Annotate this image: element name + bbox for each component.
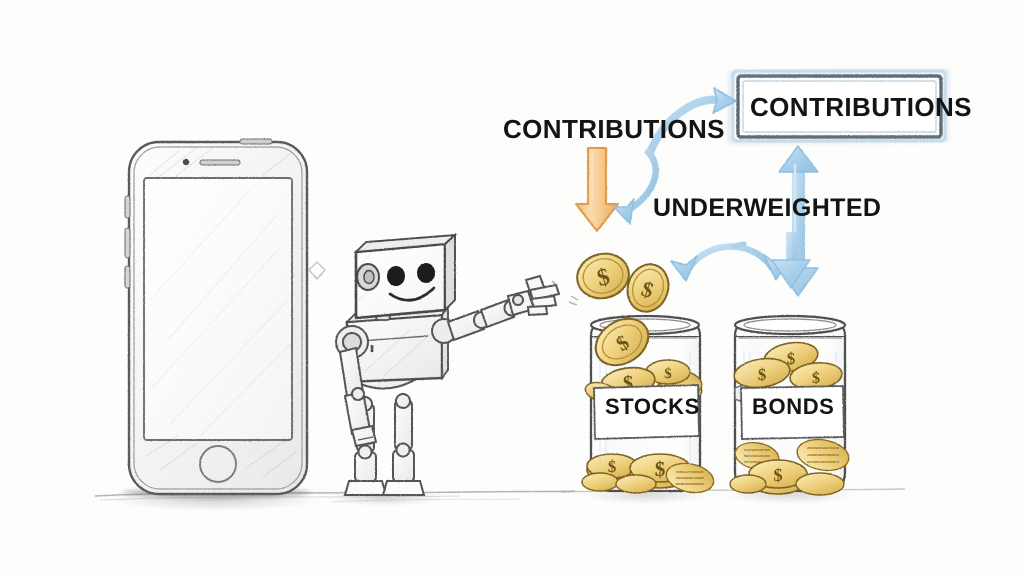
svg-text:$: $ bbox=[758, 365, 767, 384]
bonds-jar: $ $ $ $ bbox=[726, 314, 854, 504]
earpiece-speaker-icon bbox=[199, 159, 241, 166]
bonds-jar-label bbox=[740, 385, 845, 440]
power-button bbox=[239, 138, 273, 145]
robot-smile bbox=[388, 286, 436, 302]
phone-hatching bbox=[145, 146, 297, 479]
contributions-box-label: CONTRIBUTIONS bbox=[750, 92, 972, 122]
svg-text:$: $ bbox=[664, 366, 672, 382]
into-bonds-down-arrow bbox=[771, 232, 811, 289]
robot-head bbox=[353, 232, 458, 320]
robot-right-arm-pointing bbox=[431, 274, 561, 344]
contributions-curve-down-arrow bbox=[613, 148, 659, 225]
svg-text:$: $ bbox=[608, 457, 617, 476]
smartphone bbox=[110, 138, 320, 511]
robot bbox=[327, 232, 561, 506]
svg-text:$: $ bbox=[774, 465, 783, 485]
bonds-coins-upper: $ $ $ bbox=[733, 341, 843, 391]
svg-text:$: $ bbox=[655, 457, 666, 481]
bonds-jar-label-text: BONDS bbox=[752, 394, 835, 419]
robot-eye-left bbox=[387, 266, 405, 286]
screen-reflection bbox=[149, 189, 291, 437]
falling-coins: $ $ $ bbox=[568, 252, 670, 367]
svg-text:$: $ bbox=[787, 349, 796, 368]
contributions-down-arrow bbox=[574, 146, 620, 233]
mute-switch bbox=[124, 265, 131, 289]
stocks-jar-label-text: STOCKS bbox=[605, 394, 700, 419]
contributions-label-left: CONTRIBUTIONS bbox=[503, 114, 725, 144]
phone-screen bbox=[143, 177, 293, 441]
front-camera-icon bbox=[182, 158, 190, 166]
svg-text:$: $ bbox=[623, 371, 634, 395]
underweighted-label: UNDERWEIGHTED bbox=[653, 194, 882, 222]
home-button bbox=[199, 445, 237, 483]
robot-eye-right bbox=[417, 263, 435, 283]
stocks-jar-label bbox=[593, 384, 700, 440]
volume-up-button bbox=[124, 195, 131, 219]
svg-text:$: $ bbox=[812, 370, 820, 387]
rebalance-arc-arrow bbox=[670, 241, 790, 282]
contributions-to-box-arrow bbox=[647, 87, 737, 154]
contributions-box bbox=[728, 69, 949, 144]
robot-left-arm bbox=[335, 325, 378, 448]
volume-down-button bbox=[124, 227, 131, 259]
